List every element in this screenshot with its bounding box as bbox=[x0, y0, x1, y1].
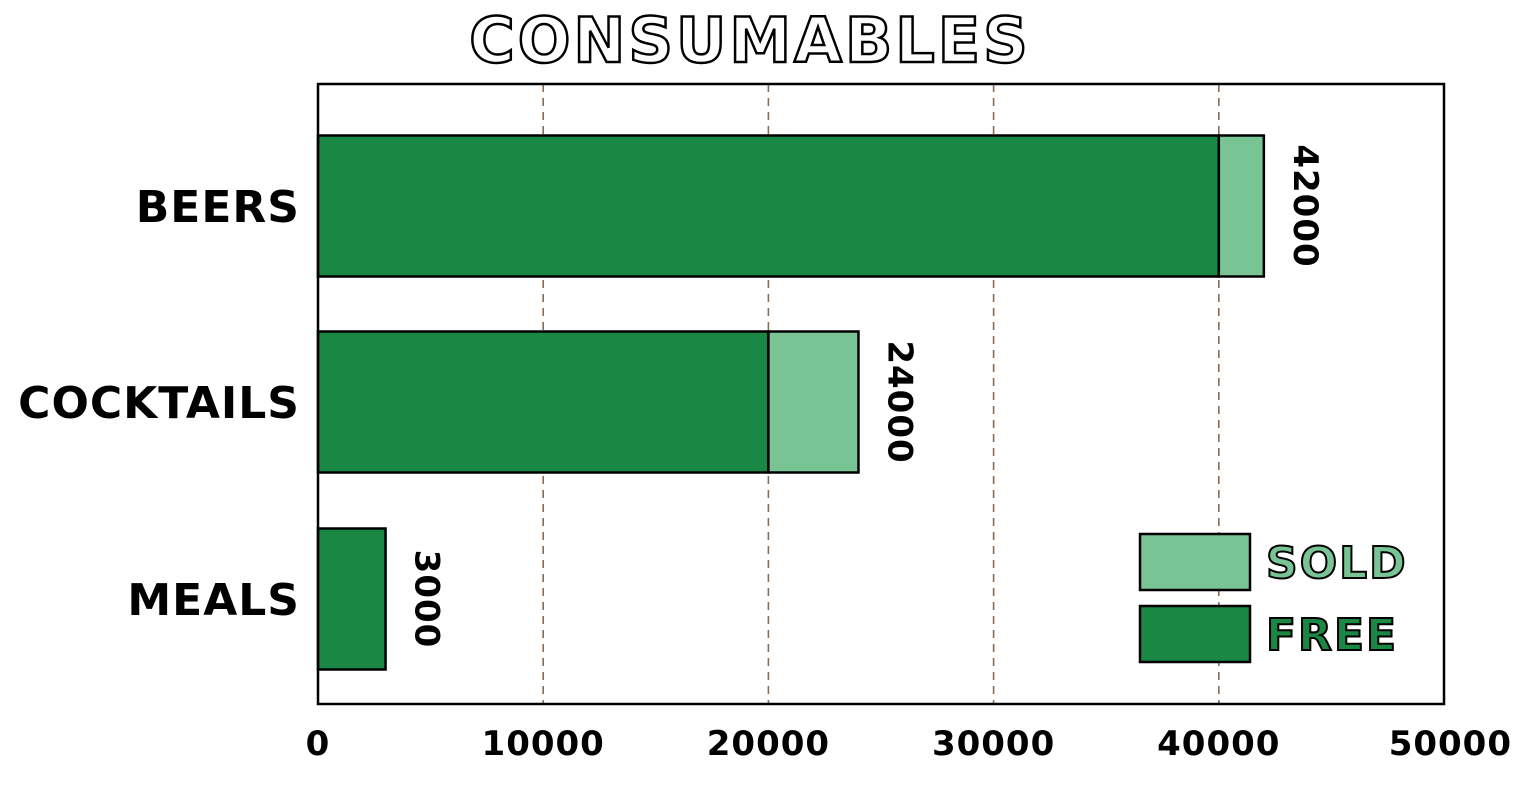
legend-label-sold: SOLD bbox=[1266, 538, 1408, 589]
category-label: COCKTAILS bbox=[18, 378, 300, 429]
bar-free-beers bbox=[316, 134, 1221, 278]
x-tick-label: 20000 bbox=[707, 724, 830, 764]
legend: SOLD FREE bbox=[1138, 532, 1408, 664]
bar-free-meals bbox=[316, 527, 387, 671]
legend-label-free: FREE bbox=[1266, 610, 1398, 661]
legend-swatch-free bbox=[1138, 604, 1252, 664]
bar-sold-beers bbox=[1217, 134, 1266, 278]
value-labels: 42000 24000 3000 bbox=[407, 144, 1325, 648]
category-label: BEERS bbox=[136, 182, 300, 233]
category-labels: BEERS COCKTAILS MEALS bbox=[18, 182, 300, 626]
x-tick-label: 40000 bbox=[1157, 724, 1280, 764]
x-tick-label: 10000 bbox=[482, 724, 605, 764]
bars bbox=[316, 134, 1266, 671]
bar-sold-cocktails bbox=[767, 330, 860, 474]
category-label: MEALS bbox=[127, 575, 300, 626]
value-label: 42000 bbox=[1285, 144, 1325, 267]
value-label: 24000 bbox=[879, 340, 919, 463]
bar-free-cocktails bbox=[316, 330, 770, 474]
plot-frame bbox=[316, 82, 1446, 706]
x-tick-label: 30000 bbox=[932, 724, 1055, 764]
chart-title: CONSUMABLES bbox=[469, 4, 1031, 77]
x-tick-labels: 0 10000 20000 30000 40000 50000 bbox=[306, 724, 1512, 764]
legend-swatch-sold bbox=[1138, 532, 1252, 592]
x-tick-label: 50000 bbox=[1389, 724, 1512, 764]
x-tick-label: 0 bbox=[306, 724, 331, 764]
value-label: 3000 bbox=[407, 550, 447, 649]
plot-border bbox=[316, 82, 1446, 706]
